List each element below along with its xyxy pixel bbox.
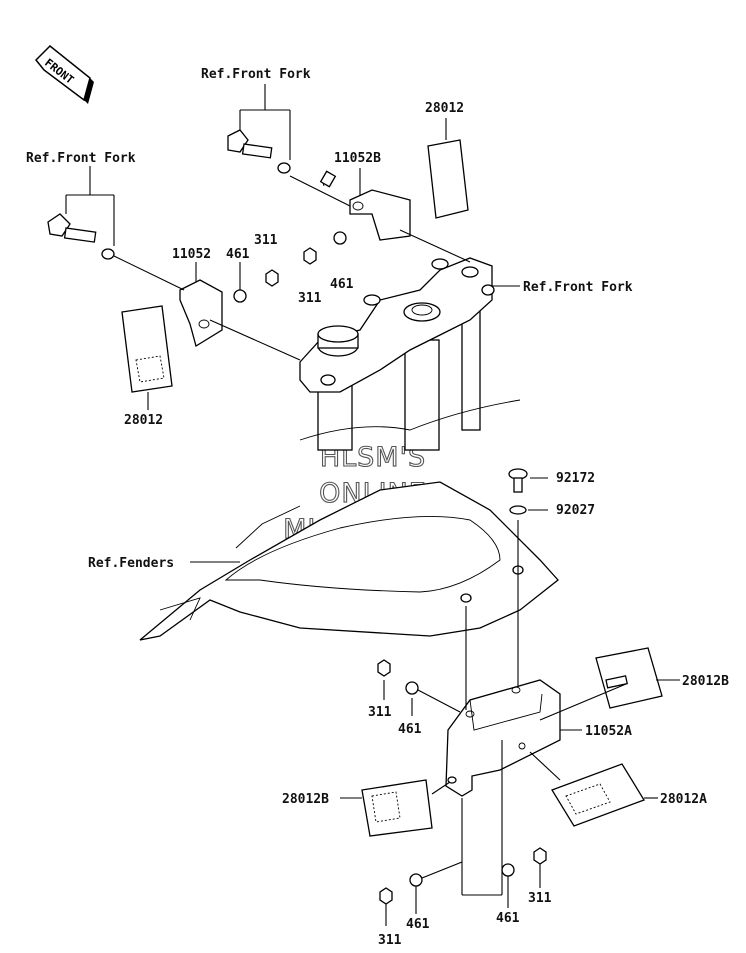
label-311-c: 311 bbox=[368, 705, 392, 720]
washer-top bbox=[277, 162, 291, 174]
front-arrow-icon: FRONT bbox=[34, 44, 94, 104]
label-11052: 11052 bbox=[172, 247, 211, 262]
bracket-11052b bbox=[349, 189, 411, 241]
label-11052a: 11052A bbox=[585, 724, 632, 739]
label-461-e: 461 bbox=[496, 911, 520, 926]
reflector-28012b-right bbox=[595, 647, 663, 709]
label-28012-top: 28012 bbox=[425, 101, 464, 116]
label-311-a: 311 bbox=[254, 233, 278, 248]
leader-lines-lower bbox=[190, 477, 680, 926]
washer-92027 bbox=[509, 505, 527, 515]
label-311-e: 311 bbox=[528, 891, 552, 906]
label-311-b: 311 bbox=[298, 291, 322, 306]
label-28012b-right: 28012B bbox=[682, 674, 729, 689]
label-461-a: 461 bbox=[226, 247, 250, 262]
rear-fender bbox=[139, 481, 559, 641]
label-ref-front-fork-left: Ref.Front Fork bbox=[26, 151, 136, 166]
nut-311-c bbox=[377, 659, 391, 677]
label-28012b-left: 28012B bbox=[282, 792, 329, 807]
label-11052b: 11052B bbox=[334, 151, 381, 166]
washer-left bbox=[101, 248, 115, 260]
bracket-11052 bbox=[179, 279, 223, 348]
nut-311-b bbox=[303, 247, 317, 265]
washer-461-d bbox=[409, 873, 423, 887]
reflector-28012-left bbox=[121, 305, 173, 393]
label-92027: 92027 bbox=[556, 503, 595, 518]
screw-92172 bbox=[508, 468, 528, 493]
label-461-c: 461 bbox=[398, 722, 422, 737]
label-461-b: 461 bbox=[330, 277, 354, 292]
label-ref-fenders: Ref.Fenders bbox=[88, 556, 174, 571]
nut-311-a bbox=[265, 269, 279, 287]
nut-311-e bbox=[533, 847, 547, 865]
reflector-28012-top bbox=[427, 139, 469, 219]
label-ref-front-fork-right: Ref.Front Fork bbox=[523, 280, 633, 295]
washer-461-b bbox=[333, 231, 347, 245]
label-ref-front-fork-top: Ref.Front Fork bbox=[201, 67, 311, 82]
part-labels: Ref.Front Fork Ref.Front Fork Ref.Front … bbox=[26, 67, 729, 948]
bolt-top bbox=[227, 129, 273, 159]
washer-461-c bbox=[405, 681, 419, 695]
nut-311-d bbox=[379, 887, 393, 905]
reflector-28012a bbox=[551, 763, 645, 827]
washer-461-a bbox=[233, 289, 247, 303]
bracket-11052a bbox=[445, 679, 561, 797]
leader-lines-upper bbox=[65, 84, 520, 410]
label-311-d: 311 bbox=[378, 933, 402, 948]
label-92172: 92172 bbox=[556, 471, 595, 486]
washer-461-e bbox=[501, 863, 515, 877]
reflector-28012b-left bbox=[361, 779, 433, 837]
bolt-left bbox=[47, 213, 97, 243]
label-28012a: 28012A bbox=[660, 792, 707, 807]
fork-triple-clamp bbox=[299, 257, 521, 451]
label-461-d: 461 bbox=[406, 917, 430, 932]
label-28012-left: 28012 bbox=[124, 413, 163, 428]
